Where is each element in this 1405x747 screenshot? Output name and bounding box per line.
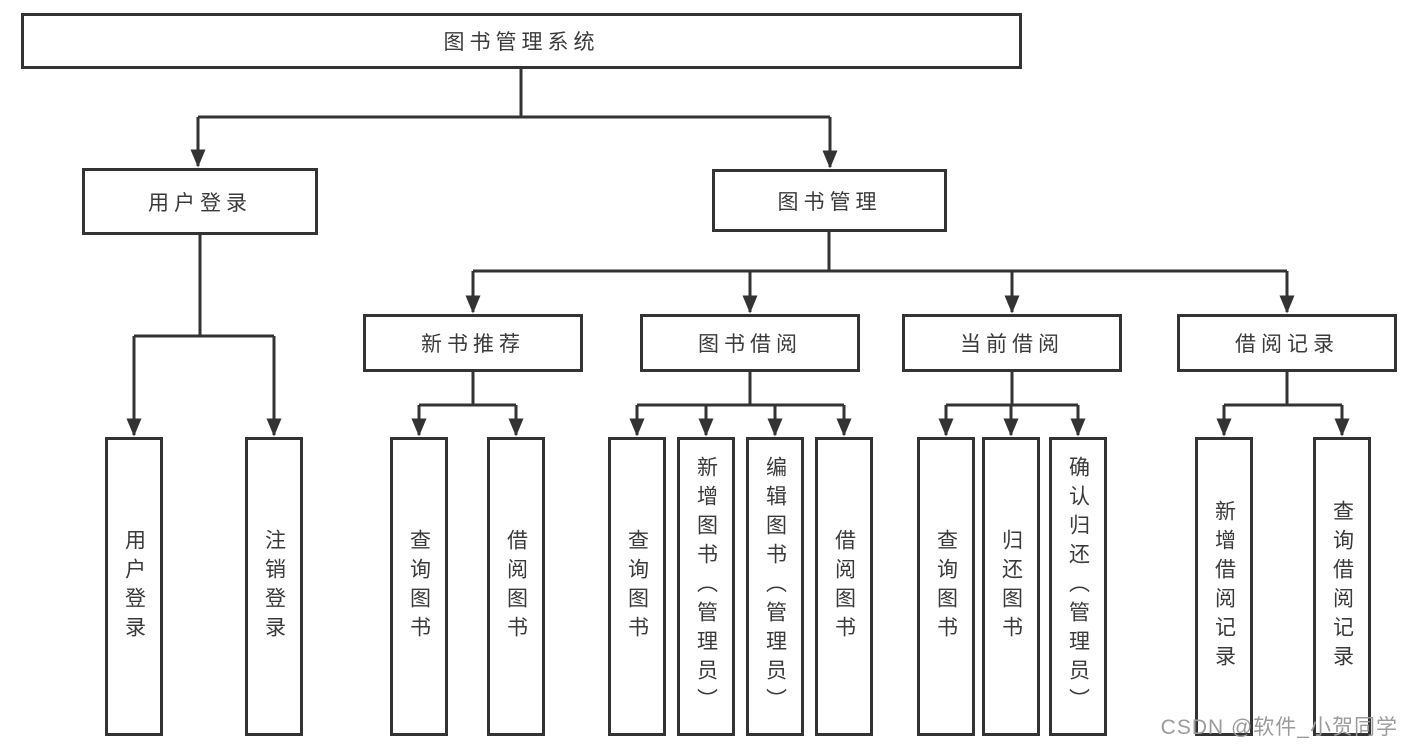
leaf-return-books: 归还图书 [982, 437, 1040, 736]
leaf-query-books-3: 查询图书 [917, 437, 975, 736]
leaf-confirm-return-admin: 确认归还（管理员） [1049, 437, 1107, 736]
node-label: 借阅图书 [504, 528, 528, 645]
node-label: 新书推荐 [421, 333, 525, 356]
leaf-borrow-books-2: 借阅图书 [815, 437, 873, 736]
node-label: 查询图书 [407, 528, 431, 645]
leaf-edit-books-admin: 编辑图书（管理员） [746, 437, 804, 736]
node-label: 用户登录 [122, 528, 146, 645]
node-label: 查询图书 [934, 528, 958, 645]
leaf-user-login: 用户登录 [105, 437, 163, 736]
node-label: 归还图书 [999, 528, 1023, 645]
node-label: 图书借阅 [698, 333, 802, 356]
leaf-add-books-admin: 新增图书（管理员） [677, 437, 735, 736]
leaf-add-borrow-record: 新增借阅记录 [1195, 437, 1253, 736]
node-label: 查询图书 [625, 528, 649, 645]
leaf-logout: 注销登录 [245, 437, 303, 736]
leaf-borrow-books-1: 借阅图书 [487, 437, 545, 736]
node-book-management: 图书管理 [712, 169, 947, 232]
node-label: 新增借阅记录 [1212, 499, 1236, 674]
leaf-query-books-1: 查询图书 [390, 437, 448, 736]
node-label: 当前借阅 [960, 333, 1064, 356]
leaf-query-borrow-record: 查询借阅记录 [1313, 437, 1371, 736]
node-label: 用户登录 [148, 191, 252, 215]
node-label: 借阅图书 [832, 528, 856, 645]
node-user-login: 用户登录 [82, 168, 318, 235]
node-library-management-system: 图书管理系统 [21, 13, 1022, 69]
node-label: 借阅记录 [1235, 333, 1339, 356]
node-label: 确认归还（管理员） [1066, 456, 1090, 717]
node-new-book-recommendation: 新书推荐 [363, 314, 583, 372]
node-label: 图书管理系统 [443, 31, 600, 54]
node-current-borrowing: 当前借阅 [902, 314, 1122, 372]
leaf-query-books-2: 查询图书 [608, 437, 666, 736]
node-borrowing-records: 借阅记录 [1177, 314, 1397, 372]
node-label: 图书管理 [777, 190, 882, 214]
node-book-borrowing: 图书借阅 [640, 314, 860, 372]
node-label: 注销登录 [262, 528, 286, 645]
node-label: 编辑图书（管理员） [763, 456, 787, 717]
node-label: 新增图书（管理员） [694, 456, 718, 717]
node-label: 查询借阅记录 [1330, 499, 1354, 674]
csdn-watermark: CSDN @软件_小贺同学 [1160, 716, 1398, 739]
